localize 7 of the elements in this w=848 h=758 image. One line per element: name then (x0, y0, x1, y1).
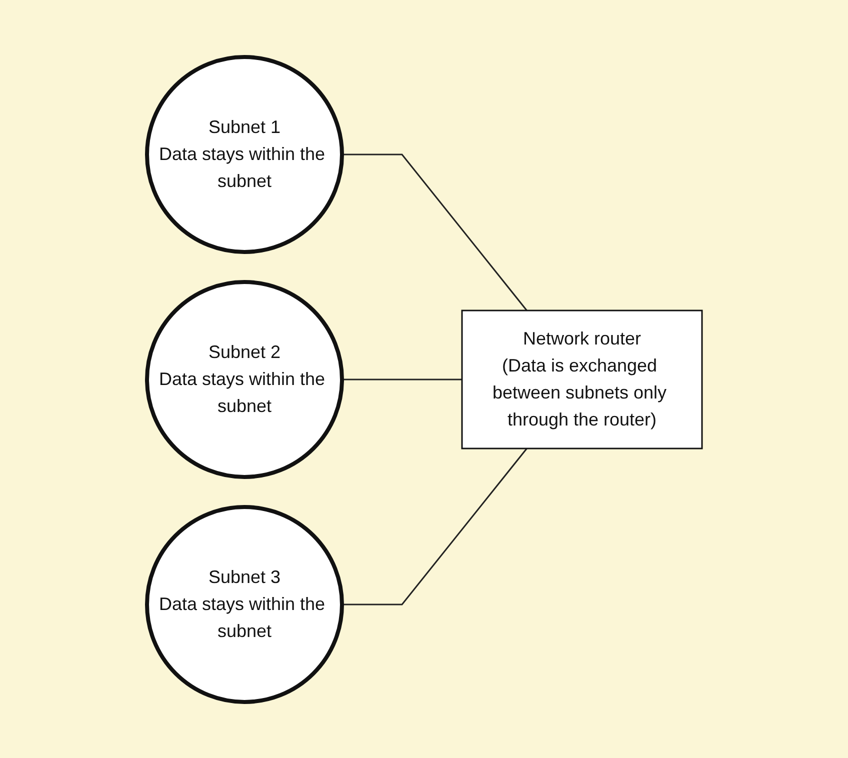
connector (342, 448, 527, 605)
node-circle: Subnet 3 Data stays within the subnet (144, 504, 344, 704)
connector (342, 153, 527, 310)
node-circle: Subnet 2 Data stays within the subnet (144, 280, 344, 478)
connector (342, 378, 462, 380)
node-circle: Subnet 1 Data stays within the subnet (144, 54, 344, 254)
node-box: Network router (Data is exchanged between subnets only through the router) (460, 309, 702, 449)
